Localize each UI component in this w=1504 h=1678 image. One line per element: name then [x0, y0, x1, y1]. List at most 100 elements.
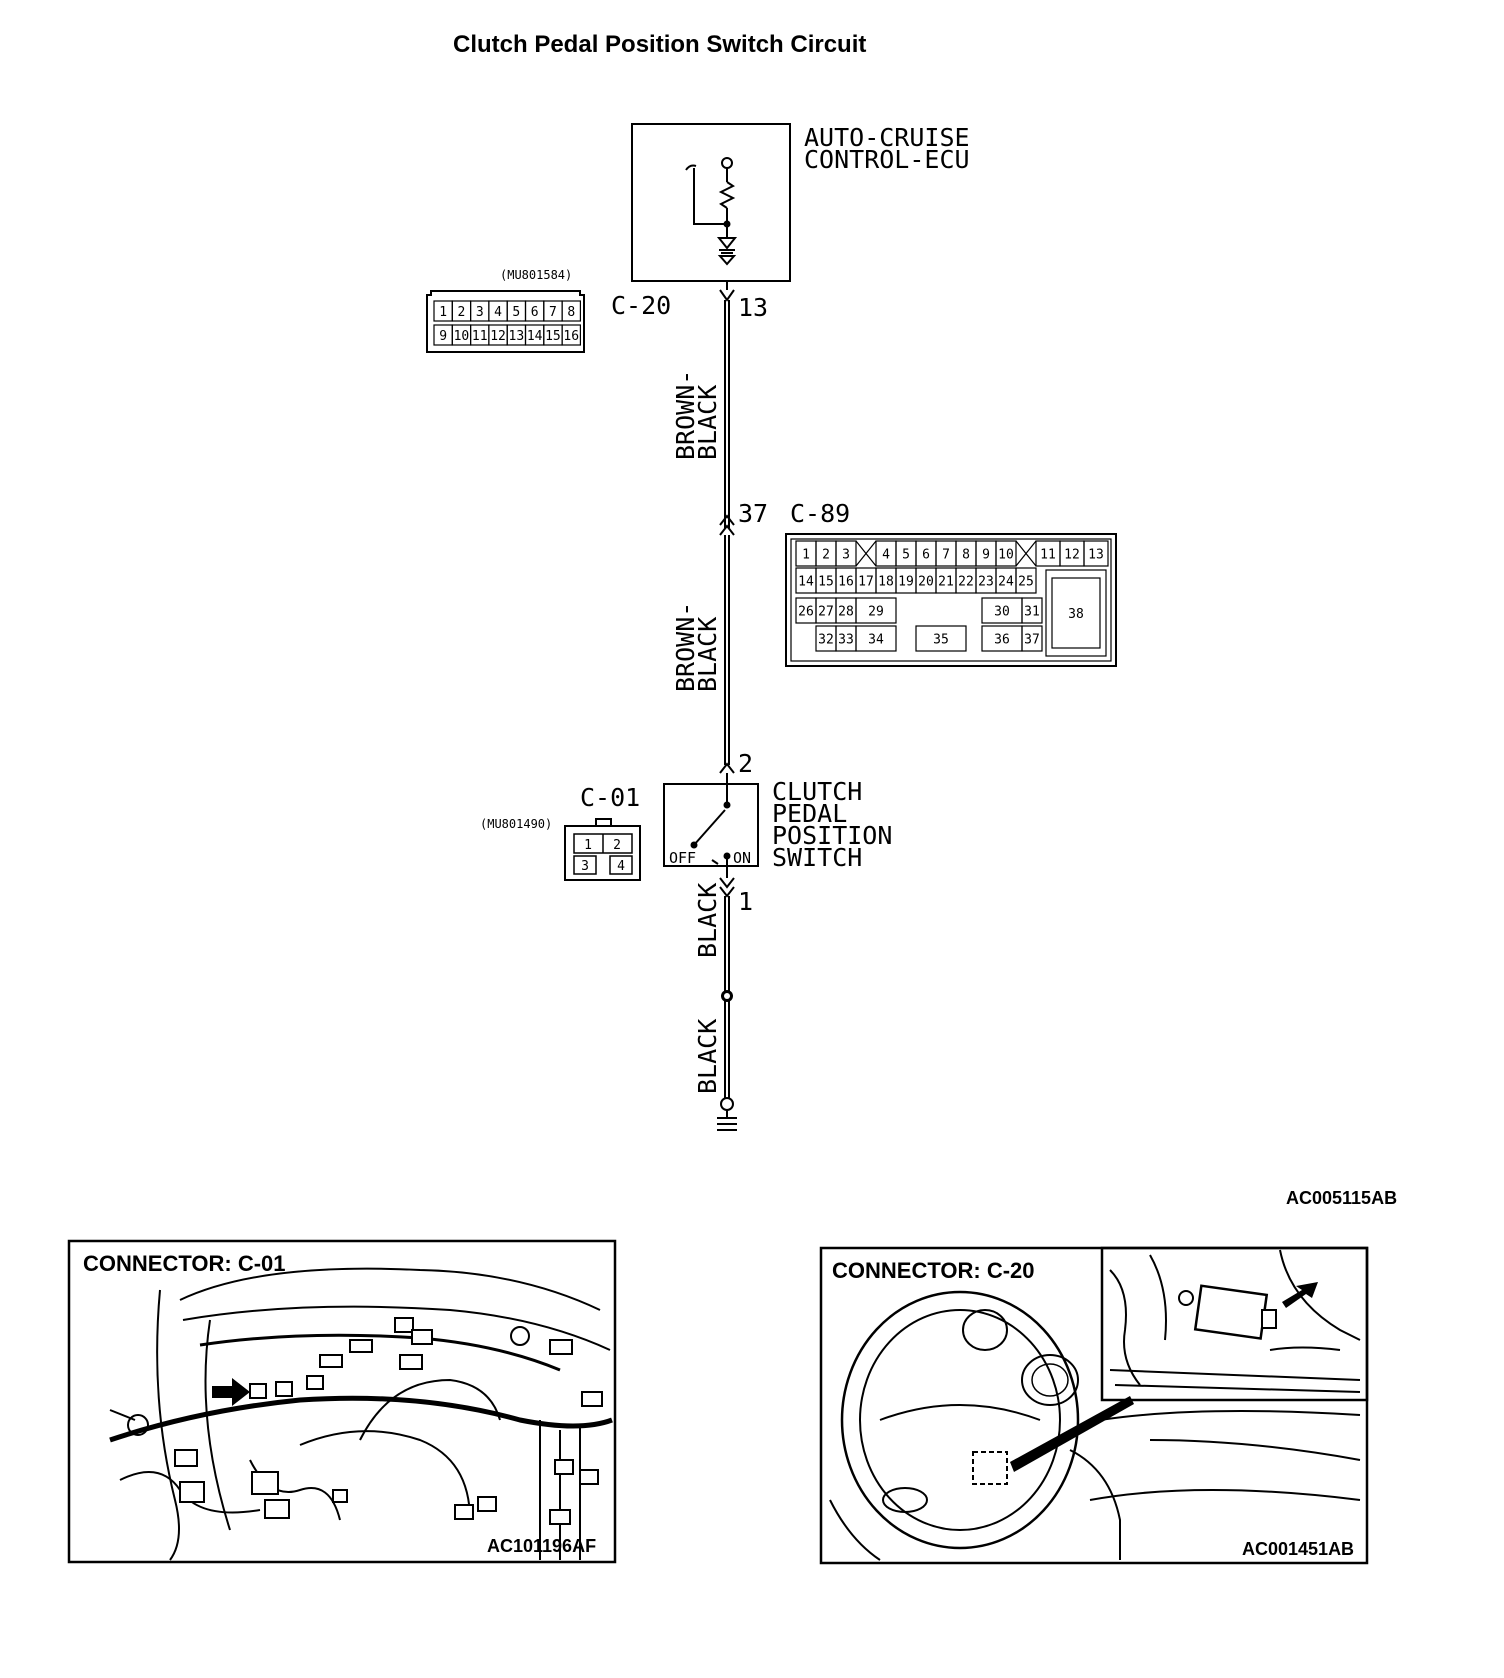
- photo-right-code: AC001451AB: [1242, 1539, 1354, 1559]
- diagram-code: AC005115AB: [1286, 1188, 1397, 1208]
- c89-pin-37: 37: [1024, 633, 1040, 648]
- c20-pin-11: 11: [472, 329, 488, 344]
- c01-pin-3: 3: [581, 859, 589, 874]
- c89-pin-17: 17: [858, 575, 874, 590]
- c01-label: C-01: [580, 783, 640, 812]
- c89-pin-cell: [855, 597, 897, 624]
- c89-pin-23: 23: [978, 575, 994, 590]
- c89-pin-34: 34: [868, 633, 884, 648]
- c01-pin-2: 2: [613, 838, 621, 853]
- ecu-label-line1: AUTO-CRUISE: [804, 123, 970, 152]
- c89-pin-14: 14: [798, 575, 814, 590]
- c89-pin-16: 16: [838, 575, 854, 590]
- c89-pin-22: 22: [958, 575, 974, 590]
- c89-pin-20: 20: [918, 575, 934, 590]
- c89-pin-4: 4: [882, 548, 890, 563]
- c01-location-arrow: [212, 1378, 250, 1406]
- c01-pin-1: 1: [584, 838, 592, 853]
- c89-pin-cell: [1045, 569, 1107, 657]
- wire-middle-color-line1: BROWN-: [671, 602, 700, 692]
- c89-pin-cell: [995, 540, 1017, 567]
- photo-left-title: CONNECTOR: C-01: [83, 1251, 286, 1276]
- c01-pin-4: 4: [617, 859, 625, 874]
- wire-lower-2-color: BLACK: [693, 1019, 722, 1094]
- connector-c20-photo: [819, 1246, 1369, 1565]
- c89-pin-8: 8: [962, 548, 970, 563]
- c01-connector-face: [564, 818, 641, 881]
- ecu-box: [631, 123, 791, 282]
- c89-pin-cell: [915, 625, 967, 652]
- switch-on-label: ON: [733, 849, 751, 867]
- c89-pin-12: 12: [1064, 548, 1080, 563]
- c89-pin-cell: [855, 625, 897, 652]
- main-wire: [719, 282, 735, 1098]
- switch-off-label: OFF: [669, 849, 696, 867]
- c89-pin-7: 7: [942, 548, 950, 563]
- c20-pin-13: 13: [509, 329, 525, 344]
- photo-right-title: CONNECTOR: C-20: [832, 1258, 1035, 1283]
- c89-pin-29: 29: [868, 605, 884, 620]
- c89-pin-27: 27: [818, 605, 834, 620]
- ecu-label-line2: CONTROL-ECU: [804, 145, 970, 174]
- page-title: Clutch Pedal Position Switch Circuit: [453, 31, 866, 58]
- c01-part-number: (MU801490): [480, 817, 552, 831]
- c89-pin-30: 30: [994, 605, 1010, 620]
- c89-pin-1: 1: [802, 548, 810, 563]
- c89-pin-6: 6: [922, 548, 930, 563]
- wire-upper-color-line2: BLACK: [693, 385, 722, 460]
- c20-label: C-20: [611, 291, 671, 320]
- switch-label-line3: POSITION: [772, 821, 892, 850]
- c20-pin-9: 9: [439, 329, 447, 344]
- c20-pin-16: 16: [563, 329, 579, 344]
- c20-pin-cell: [561, 300, 581, 322]
- c89-label: C-89: [790, 499, 850, 528]
- c89-pin-36: 36: [994, 633, 1010, 648]
- c89-pin-32: 32: [818, 633, 834, 648]
- c89-pin-cell: [1021, 625, 1043, 652]
- c89-pin-15: 15: [818, 575, 834, 590]
- c89-pin-19: 19: [898, 575, 914, 590]
- c89-pin-3: 3: [842, 548, 850, 563]
- switch-label-line2: PEDAL: [772, 799, 847, 828]
- c89-pin-18: 18: [878, 575, 894, 590]
- c20-pin-5: 5: [512, 305, 520, 320]
- c89-pin-10: 10: [998, 548, 1014, 563]
- c01-terminal-bottom: 1: [738, 887, 753, 916]
- c20-pin-2: 2: [458, 305, 466, 320]
- c89-pin-38: 38: [1068, 607, 1084, 622]
- c89-pin-24: 24: [998, 575, 1014, 590]
- c20-pin-4: 4: [494, 305, 502, 320]
- c20-part-number: (MU801584): [500, 268, 572, 282]
- c89-pin-11: 11: [1040, 548, 1056, 563]
- c89-pin-33: 33: [838, 633, 854, 648]
- c20-pin-6: 6: [531, 305, 539, 320]
- c89-pin-cell: [1083, 540, 1109, 567]
- c20-pin-7: 7: [549, 305, 557, 320]
- c89-terminal: 37: [738, 499, 768, 528]
- switch-box: [663, 783, 759, 867]
- c89-pin-28: 28: [838, 605, 854, 620]
- c89-pin-26: 26: [798, 605, 814, 620]
- c20-pin-1: 1: [439, 305, 447, 320]
- c20-pin-10: 10: [454, 329, 470, 344]
- c89-pin-2: 2: [822, 548, 830, 563]
- c89-pin-13: 13: [1088, 548, 1104, 563]
- c20-location-arrow: [1282, 1282, 1318, 1308]
- c20-connector-face: [426, 290, 585, 353]
- c20-pin-14: 14: [527, 329, 543, 344]
- c89-pin-cell: [1021, 597, 1043, 624]
- connector-c01-photo: [67, 1239, 617, 1564]
- c20-pin-3: 3: [476, 305, 484, 320]
- photo-left-code: AC101196AF: [487, 1536, 596, 1556]
- c89-pin-25: 25: [1018, 575, 1034, 590]
- wire-middle-color-line2: BLACK: [693, 617, 722, 692]
- c89-pin-cell: [835, 540, 857, 567]
- wire-upper-color-line1: BROWN-: [671, 370, 700, 460]
- c89-pin-31: 31: [1024, 605, 1040, 620]
- c20-pin-8: 8: [567, 305, 575, 320]
- c89-housing: [785, 533, 1117, 667]
- c20-pin-cell: [561, 324, 581, 346]
